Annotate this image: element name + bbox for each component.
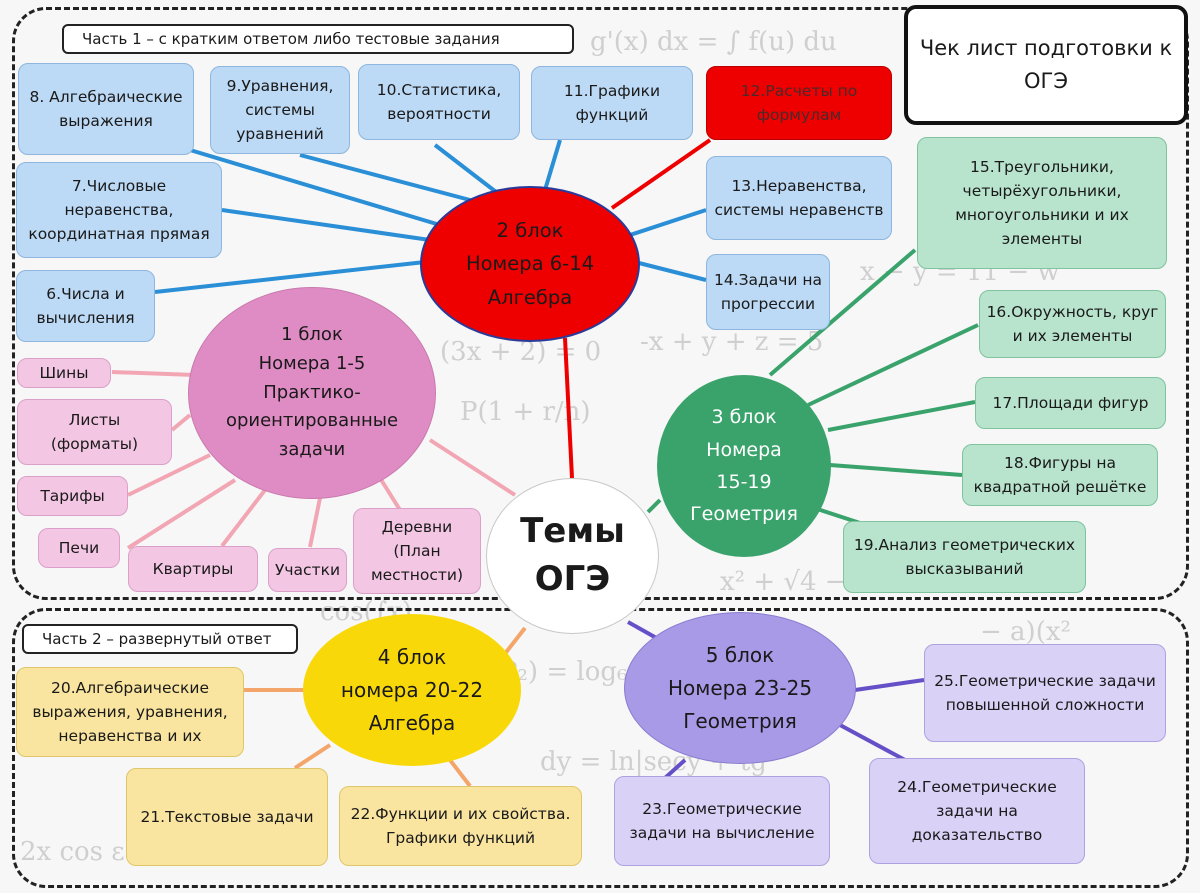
block-3-oval: 3 блок Номера 15-19 Геометрия: [657, 375, 831, 557]
topic-23: 23.Геометрические задачи на вычисление: [614, 776, 830, 866]
topic-25: 25.Геометрические задачи повышенной слож…: [924, 644, 1166, 742]
block2-connectors: [154, 139, 707, 294]
topic-6: 6.Числа и вычисления: [16, 270, 155, 342]
practical-stoves: Печи: [38, 528, 120, 568]
block1-connectors: [111, 370, 517, 550]
practical-sheets: Листы (форматы): [17, 399, 172, 465]
block-4-oval: 4 блок номера 20-22 Алгебра: [303, 614, 521, 766]
svg-text:-x + y + z = 5: -x + y + z = 5: [640, 327, 823, 357]
practical-apartments: Квартиры: [128, 546, 258, 592]
topic-19: 19.Анализ геометрических высказываний: [843, 521, 1086, 593]
block-1-oval: 1 блок Номера 1-5 Практико- ориентирован…: [188, 287, 436, 499]
block-2-oval: 2 блок Номера 6-14 Алгебра: [420, 186, 640, 342]
topic-14: 14.Задачи на прогрессии: [706, 254, 830, 330]
svg-text:− a)(x²: − a)(x²: [980, 617, 1071, 647]
practical-tariffs: Тарифы: [17, 476, 128, 516]
part1-label: Часть 1 – с кратким ответом либо тестовы…: [62, 24, 574, 54]
svg-text:g'(x) dx = ∫ f(u) du: g'(x) dx = ∫ f(u) du: [590, 27, 837, 57]
topic-21: 21.Текстовые задачи: [126, 768, 328, 866]
practical-villages: Деревни (План местности): [353, 508, 481, 594]
red-connectors: [563, 138, 712, 479]
svg-text:(3x + 2) = 0: (3x + 2) = 0: [440, 337, 601, 367]
topic-15: 15.Треугольники, четырёхугольники, много…: [917, 137, 1167, 269]
topic-8: 8. Алгебраические выражения: [18, 63, 194, 155]
svg-text:P₂) = log₆: P₂) = log₆: [500, 657, 627, 687]
checklist-title: Чек лист подготовки к ОГЭ: [904, 5, 1188, 125]
topic-22: 22.Функции и их свойства. Графики функци…: [339, 786, 582, 866]
topic-13: 13.Неравенства, системы неравенств: [706, 156, 892, 240]
topic-16: 16.Окружность, круг и их элементы: [979, 290, 1166, 358]
topic-9: 9.Уравнения, системы уравнений: [210, 66, 350, 154]
topic-10: 10.Статистика, вероятности: [358, 64, 520, 140]
topic-17: 17.Площади фигур: [975, 377, 1166, 429]
block-5-oval: 5 блок Номера 23-25 Геометрия: [624, 612, 856, 764]
topic-24: 24.Геометрические задачи на доказательст…: [869, 758, 1085, 864]
topic-12: 12.Расчеты по формулам: [706, 66, 892, 140]
center-topic-oval: Темы ОГЭ: [486, 478, 659, 634]
practical-tires: Шины: [17, 358, 111, 388]
topic-7: 7.Числовые неравенства, координатная пря…: [16, 162, 222, 258]
topic-20: 20.Алгебраические выражения, уравнения, …: [16, 667, 244, 757]
practical-plots: Участки: [268, 548, 347, 592]
part2-label: Часть 2 – развернутый ответ: [22, 624, 298, 654]
topic-18: 18.Фигуры на квадратной решётке: [962, 444, 1158, 506]
topic-11: 11.Графики функций: [531, 66, 693, 140]
